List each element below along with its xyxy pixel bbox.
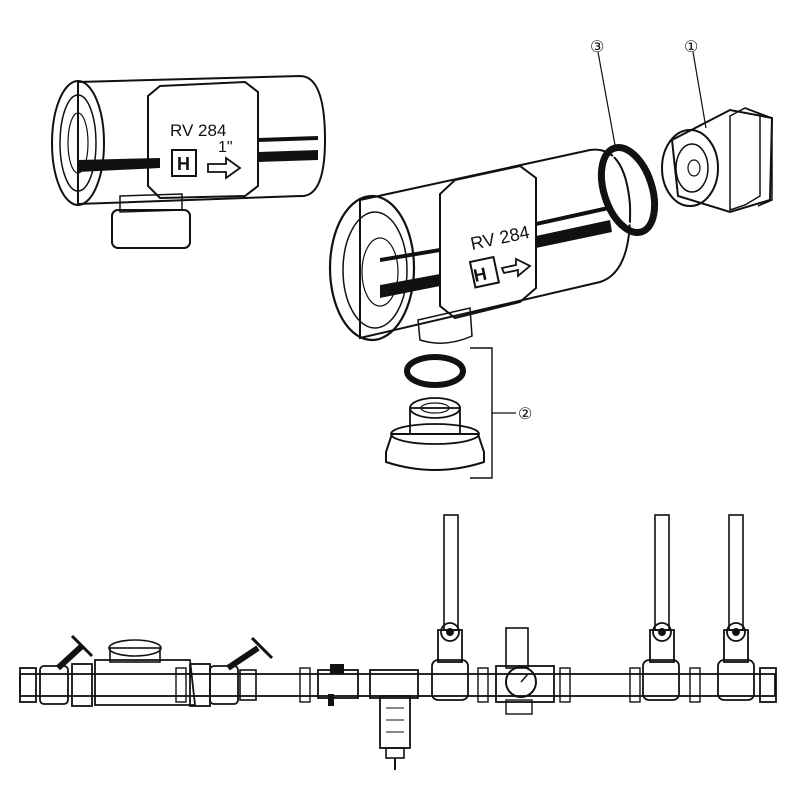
- callout-cartridge: ①: [684, 39, 698, 56]
- flow-arrow-icon: [207, 156, 242, 180]
- drain-plug-kit: [385, 347, 516, 479]
- piping-installation: [19, 514, 777, 770]
- flow-arrow-icon: [500, 257, 532, 278]
- logo-box-small: [171, 149, 197, 177]
- valve-large-model: RV 284: [469, 222, 532, 254]
- o-ring-part: [597, 51, 659, 236]
- callout-o-ring: ③: [590, 39, 604, 56]
- valve-small-logo: H: [177, 154, 190, 174]
- valve-small-size: 1": [218, 139, 233, 156]
- valve-small: RV 284 H 1": [51, 74, 327, 249]
- callout-drain-plug-kit: ②: [518, 406, 532, 423]
- cartridge-part: [661, 51, 774, 214]
- valve-large: RV 284 H: [328, 148, 632, 344]
- valve-large-logo: H: [472, 264, 489, 286]
- logo-box-large: [468, 255, 501, 289]
- valve-small-model: RV 284: [170, 121, 226, 140]
